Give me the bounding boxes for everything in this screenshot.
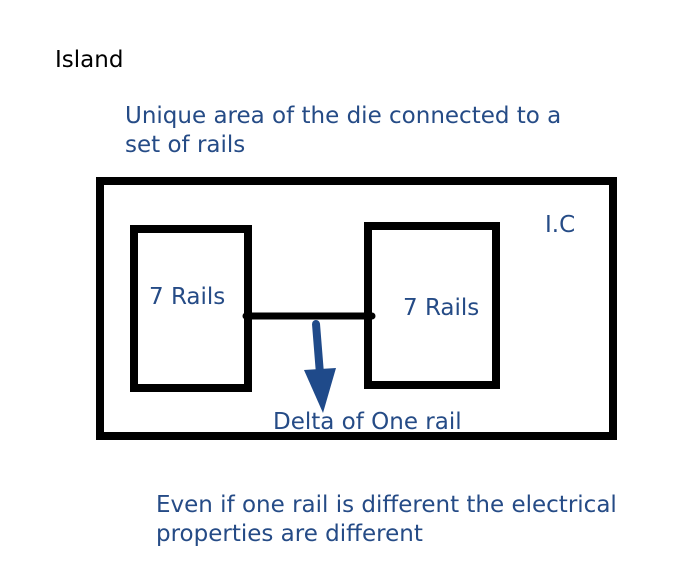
delta-arrow-shaft [312, 320, 324, 378]
ic-label: I.C [545, 212, 576, 238]
footnote: Even if one rail is different the electr… [156, 491, 617, 549]
definition-line-1: Unique area of the die connected to a [125, 103, 562, 129]
ic-outline [96, 177, 617, 440]
diagram-title: Island [55, 47, 124, 73]
right-block-label: 7 Rails [403, 295, 480, 321]
footnote-line-1: Even if one rail is different the electr… [156, 492, 617, 518]
left-block-label: 7 Rails [149, 284, 226, 310]
delta-label: Delta of One rail [273, 409, 462, 435]
island-definition: Unique area of the die connected to a se… [125, 102, 561, 160]
delta-arrow-head [304, 368, 336, 413]
footnote-line-2: properties are different [156, 521, 423, 547]
definition-line-2: set of rails [125, 132, 246, 158]
right-rail-block [364, 222, 500, 389]
left-rail-block [130, 225, 252, 392]
